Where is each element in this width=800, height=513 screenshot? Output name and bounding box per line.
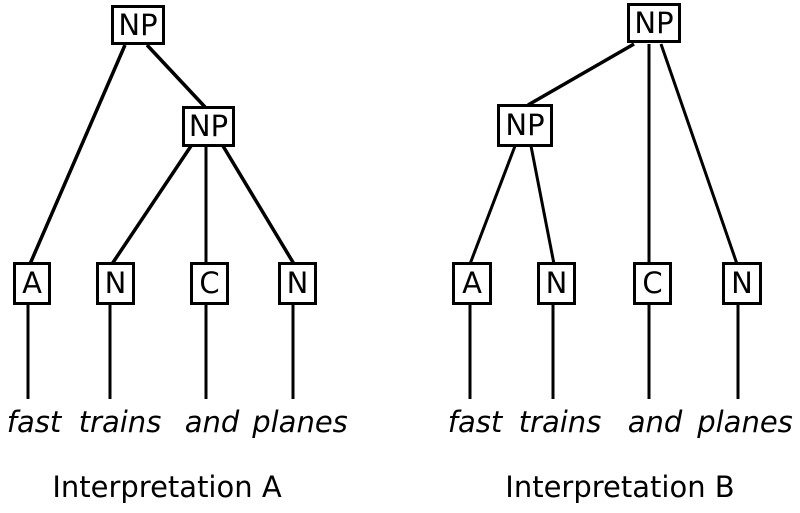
- tree-b-word-planes: planes: [697, 405, 793, 439]
- tree-a-word-fast: fast: [6, 405, 62, 439]
- tree-b-word-and: and: [627, 405, 683, 439]
- tree-b-word-trains: trains: [518, 405, 602, 439]
- tree-b-root-node: NP: [627, 3, 681, 43]
- tree-a-leaf-c-node: C: [190, 262, 229, 305]
- tree-a-leaf-n1-node: N: [96, 262, 135, 305]
- tree-a-root-node: NP: [111, 5, 165, 45]
- tree-edge: [468, 145, 517, 265]
- tree-a-word-planes: planes: [252, 405, 348, 439]
- tree-b-inner-np-node: NP: [497, 104, 553, 147]
- tree-edge: [529, 145, 556, 265]
- tree-a-leaf-a-node: A: [13, 262, 51, 305]
- tree-edge: [145, 43, 207, 109]
- tree-edge: [527, 42, 635, 107]
- tree-b-caption: Interpretation B: [505, 470, 735, 504]
- tree-a-caption: Interpretation A: [52, 470, 282, 504]
- tree-a-inner-np-node: NP: [182, 106, 235, 147]
- tree-a-word-and: and: [184, 405, 240, 439]
- tree-a-word-trains: trains: [78, 405, 162, 439]
- tree-edge: [659, 43, 739, 265]
- tree-a-leaf-n2-node: N: [278, 262, 317, 305]
- tree-edge: [110, 145, 193, 265]
- tree-b-leaf-c-node: C: [633, 262, 672, 305]
- tree-edge: [221, 145, 296, 265]
- tree-b-leaf-a-node: A: [452, 262, 492, 305]
- tree-edge: [28, 44, 127, 265]
- tree-b-leaf-n1-node: N: [537, 262, 576, 305]
- tree-b-word-fast: fast: [447, 405, 503, 439]
- tree-b-leaf-n2-node: N: [722, 262, 762, 305]
